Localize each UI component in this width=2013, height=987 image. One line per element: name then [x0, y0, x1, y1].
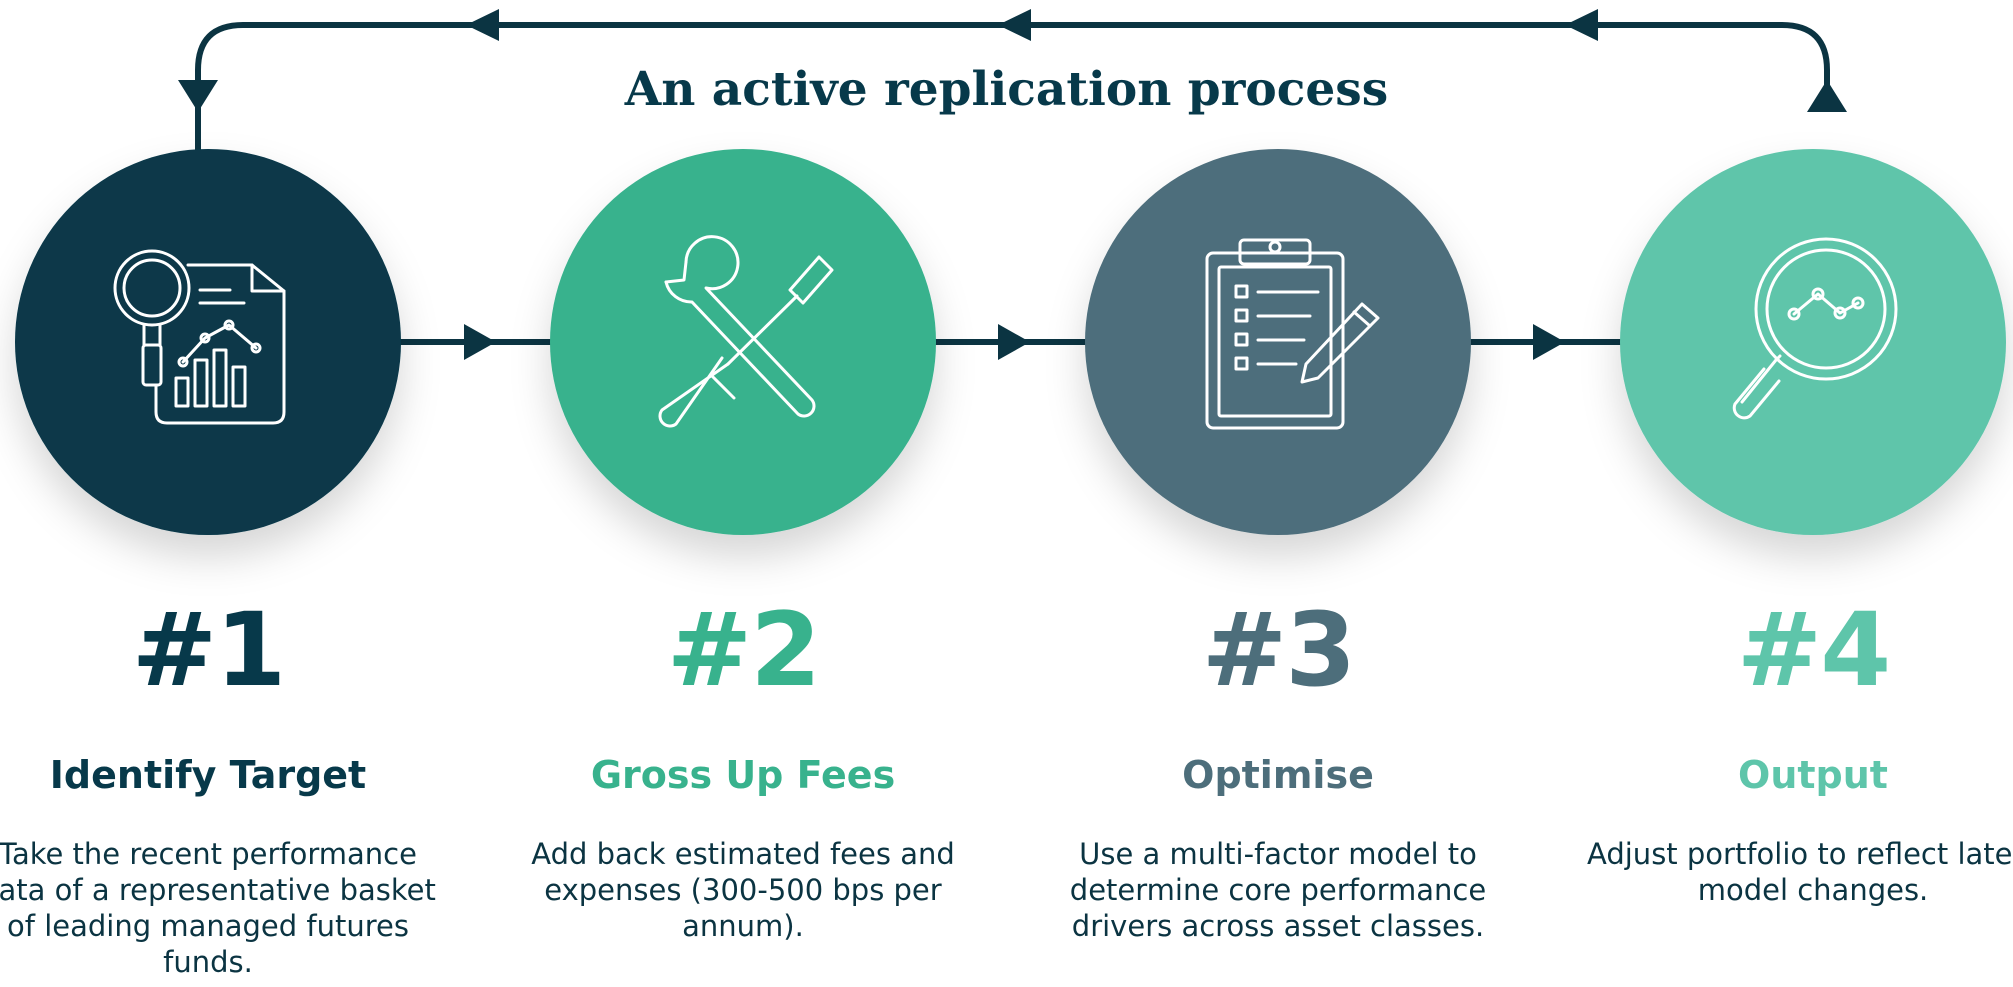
step-4-description: Adjust portfolio to reflect latest model… [1587, 837, 2013, 907]
step-4-heading: Output [1738, 753, 1888, 797]
report-magnifier-chart-icon [113, 249, 286, 425]
step-2-description: Add back estimated fees and expenses (30… [531, 837, 955, 943]
feedback-arrowhead-3 [466, 9, 499, 41]
page-title: An active replication process [624, 62, 1389, 117]
connector-2-3-arrowhead [998, 324, 1030, 360]
step-1-number: #1 [131, 591, 286, 710]
step-1-description: Take the recent performance data of a re… [0, 837, 436, 979]
connector-1-2-arrowhead [464, 324, 496, 360]
step-2-number: #2 [666, 591, 821, 710]
connector-3-4-arrowhead [1533, 324, 1565, 360]
step-3-number: #3 [1201, 591, 1356, 710]
step-1-heading: Identify Target [49, 753, 367, 797]
step-3-description: Use a multi-factor model to determine co… [1069, 837, 1487, 943]
wrench-screwdriver-icon [658, 235, 834, 428]
clipboard-checklist-pen-icon [1205, 238, 1380, 430]
feedback-arrowhead-1 [1565, 9, 1598, 41]
step-4-number: #4 [1736, 591, 1891, 710]
feedback-arrowhead-2 [998, 9, 1031, 41]
step-2-circle [550, 149, 936, 535]
step-3-circle [1085, 149, 1471, 535]
feedback-arrowhead-up [1807, 80, 1847, 112]
magnifier-line-chart-icon [1732, 237, 1898, 420]
step-4-circle [1620, 149, 2006, 535]
step-2-heading: Gross Up Fees [590, 753, 896, 797]
feedback-arrowhead-down [178, 80, 218, 112]
step-3-heading: Optimise [1182, 753, 1374, 797]
